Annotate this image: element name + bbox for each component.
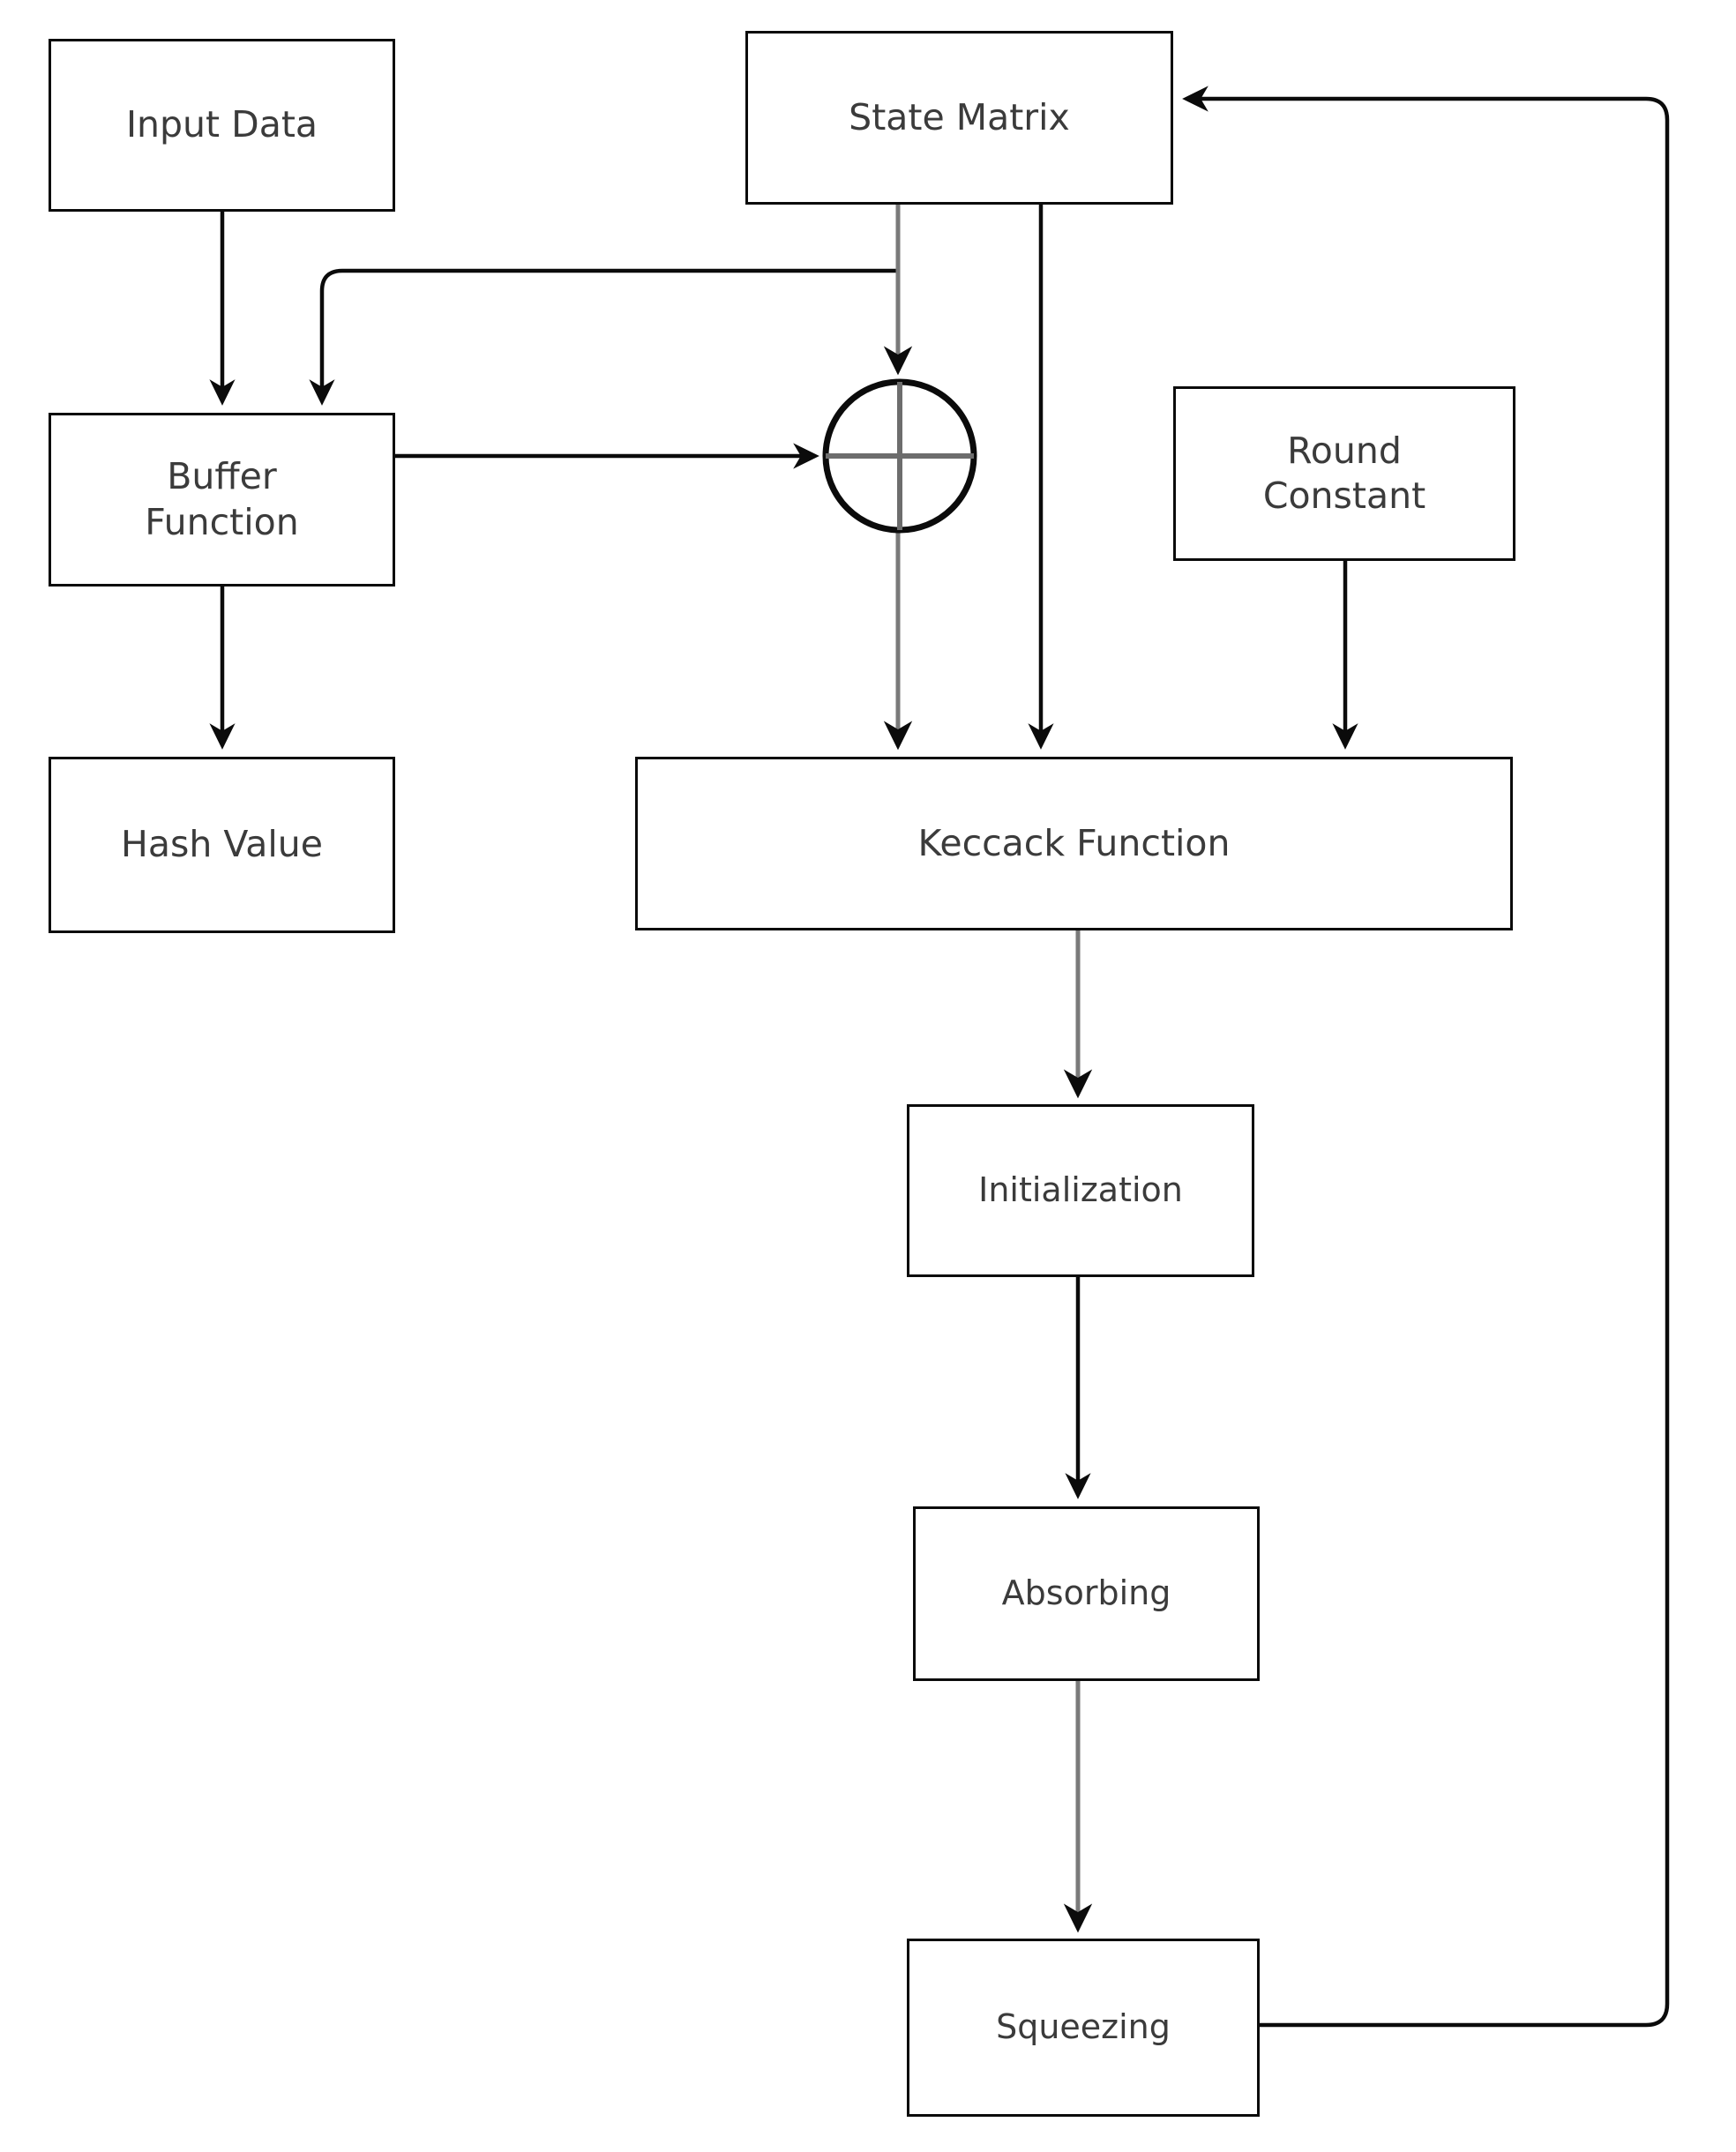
node-state-matrix[interactable]: State Matrix <box>745 31 1173 205</box>
node-initialization[interactable]: Initialization <box>907 1104 1254 1277</box>
node-buffer-function[interactable]: Buffer Function <box>49 413 395 587</box>
node-round-constant[interactable]: Round Constant <box>1173 386 1515 561</box>
node-hash-value-label: Hash Value <box>121 823 323 866</box>
node-absorbing[interactable]: Absorbing <box>913 1506 1260 1681</box>
node-input-data-label: Input Data <box>125 103 318 146</box>
xor-gate-icon <box>822 378 977 534</box>
node-input-data[interactable]: Input Data <box>49 39 395 212</box>
node-keccack-function[interactable]: Keccack Function <box>635 757 1513 930</box>
node-state-matrix-label: State Matrix <box>849 95 1070 138</box>
node-squeezing[interactable]: Squeezing <box>907 1939 1260 2117</box>
node-buffer-function-label: Buffer Function <box>145 455 299 543</box>
node-hash-value[interactable]: Hash Value <box>49 757 395 933</box>
edge-squeezing-to-statematrix <box>1182 86 1670 2028</box>
node-round-constant-label: Round Constant <box>1262 429 1426 517</box>
edge-statematrix-to-buffer <box>309 268 898 406</box>
node-squeezing-label: Squeezing <box>996 2007 1171 2047</box>
node-initialization-label: Initialization <box>978 1170 1183 1210</box>
node-keccack-function-label: Keccack Function <box>917 821 1231 864</box>
node-absorbing-label: Absorbing <box>1001 1573 1171 1613</box>
